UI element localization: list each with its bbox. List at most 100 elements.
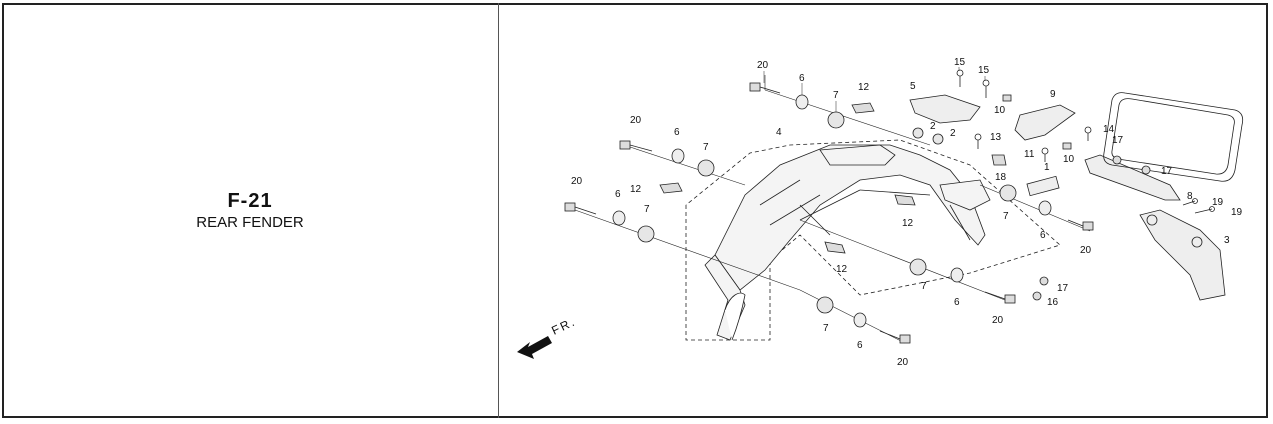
callout: 20 bbox=[992, 315, 1004, 326]
nut-17a bbox=[1112, 155, 1122, 165]
callout: 18 bbox=[995, 172, 1007, 183]
section-title-block: F-21 REAR FENDER bbox=[2, 190, 498, 231]
callout: 14 bbox=[1103, 124, 1115, 135]
callout: 3 bbox=[1224, 235, 1230, 246]
part-1-plate bbox=[1026, 175, 1060, 197]
panel-divider bbox=[498, 3, 499, 418]
nut-10b bbox=[1062, 142, 1072, 150]
callout-labels: 20 6 7 12 20 6 7 4 20 6 7 12 5 15 15 2 2… bbox=[571, 57, 1243, 368]
bolt-20-right bbox=[1067, 219, 1094, 231]
callout: 17 bbox=[1112, 135, 1124, 146]
callout: 6 bbox=[615, 189, 621, 200]
callout: 1 bbox=[1044, 162, 1050, 173]
callout: 7 bbox=[823, 323, 829, 334]
part-9-bracket bbox=[1014, 104, 1076, 141]
callout: 12 bbox=[858, 82, 870, 93]
front-direction-indicator: FR. bbox=[517, 314, 578, 359]
collar-6-mid bbox=[671, 148, 685, 164]
part-8-stay bbox=[1084, 154, 1181, 201]
callout: 20 bbox=[897, 357, 909, 368]
assembly-outline bbox=[685, 139, 1061, 341]
washer-16 bbox=[1032, 291, 1042, 301]
collar-6-bottom bbox=[853, 312, 867, 328]
grommet-7-upper bbox=[827, 111, 845, 129]
callout: 17 bbox=[1161, 166, 1173, 177]
callout: 10 bbox=[1063, 154, 1075, 165]
grommet-2a bbox=[912, 127, 924, 139]
grommet-7-mid bbox=[697, 159, 715, 177]
bolt-20-mid bbox=[619, 140, 653, 152]
collar-6-right bbox=[1038, 200, 1052, 216]
clip-12-center bbox=[894, 194, 916, 206]
callout: 19 bbox=[1231, 207, 1243, 218]
callout: 19 bbox=[1212, 197, 1224, 208]
callout: 15 bbox=[978, 65, 990, 76]
license-plate-outline bbox=[1103, 92, 1244, 182]
page-frame bbox=[2, 3, 1268, 418]
callout: 6 bbox=[954, 297, 960, 308]
collar-6-lower bbox=[950, 267, 964, 283]
clip-12-left bbox=[659, 182, 683, 194]
callout: 20 bbox=[1080, 245, 1092, 256]
grommet-7-bottom bbox=[816, 296, 834, 314]
part-5-cover bbox=[909, 94, 981, 124]
callout: 20 bbox=[757, 60, 769, 71]
clip-12-upper bbox=[851, 102, 875, 114]
section-title: REAR FENDER bbox=[196, 214, 304, 231]
callout: 12 bbox=[902, 218, 914, 229]
callout: 13 bbox=[990, 132, 1002, 143]
front-direction-label: FR. bbox=[549, 314, 578, 337]
callout: 9 bbox=[1050, 89, 1056, 100]
front-arrow-icon bbox=[517, 336, 552, 359]
callout: 17 bbox=[1057, 283, 1069, 294]
callout: 7 bbox=[921, 281, 927, 292]
nut-17c bbox=[1039, 276, 1049, 286]
callout: 12 bbox=[836, 264, 848, 275]
bolt-20-lower-right bbox=[984, 291, 1016, 304]
fender-frame bbox=[704, 144, 991, 341]
collar-6-left bbox=[612, 210, 626, 226]
bolt-20-upper bbox=[749, 82, 781, 94]
callout: 7 bbox=[644, 204, 650, 215]
callout: 16 bbox=[1047, 297, 1059, 308]
bolt-20-bottom bbox=[879, 330, 911, 344]
callout: 7 bbox=[833, 90, 839, 101]
callout: 7 bbox=[703, 142, 709, 153]
section-code: F-21 bbox=[227, 190, 273, 212]
bolt-20-left bbox=[564, 202, 597, 215]
nut-10a bbox=[1002, 94, 1012, 102]
grommet-7-lower bbox=[909, 258, 927, 276]
part-3-bracket bbox=[1139, 209, 1226, 301]
nut-17b bbox=[1141, 165, 1151, 175]
callout: 11 bbox=[1024, 149, 1035, 160]
grommet-2b bbox=[932, 133, 944, 145]
screw-19b bbox=[1194, 206, 1215, 214]
callout: 6 bbox=[799, 73, 805, 84]
screw-11 bbox=[1041, 147, 1049, 162]
clip-12-lower bbox=[824, 241, 846, 254]
screw-14 bbox=[1084, 126, 1092, 141]
callout: 4 bbox=[776, 127, 782, 138]
callout: 20 bbox=[571, 176, 583, 187]
callout: 8 bbox=[1187, 191, 1193, 202]
callout: 20 bbox=[630, 115, 642, 126]
callout: 6 bbox=[857, 340, 863, 351]
screw-19a bbox=[1182, 198, 1198, 206]
screw-15b bbox=[982, 79, 990, 98]
collar-6-upper bbox=[795, 94, 809, 110]
grommet-7-right bbox=[999, 184, 1017, 202]
callout: 2 bbox=[950, 128, 956, 139]
callout: 5 bbox=[910, 81, 916, 92]
callout: 12 bbox=[630, 184, 642, 195]
callout: 10 bbox=[994, 105, 1006, 116]
rear-fender-exploded-diagram: FR. 20 6 7 12 20 6 7 4 20 6 7 12 5 15 15… bbox=[517, 57, 1244, 368]
grommet-7-left bbox=[637, 225, 655, 243]
clip-18 bbox=[991, 154, 1007, 166]
callout: 2 bbox=[930, 121, 936, 132]
callout: 15 bbox=[954, 57, 966, 68]
screw-13 bbox=[974, 133, 982, 149]
callout: 7 bbox=[1003, 211, 1009, 222]
callout: 6 bbox=[674, 127, 680, 138]
callout: 6 bbox=[1040, 230, 1046, 241]
screw-15a bbox=[956, 69, 964, 87]
